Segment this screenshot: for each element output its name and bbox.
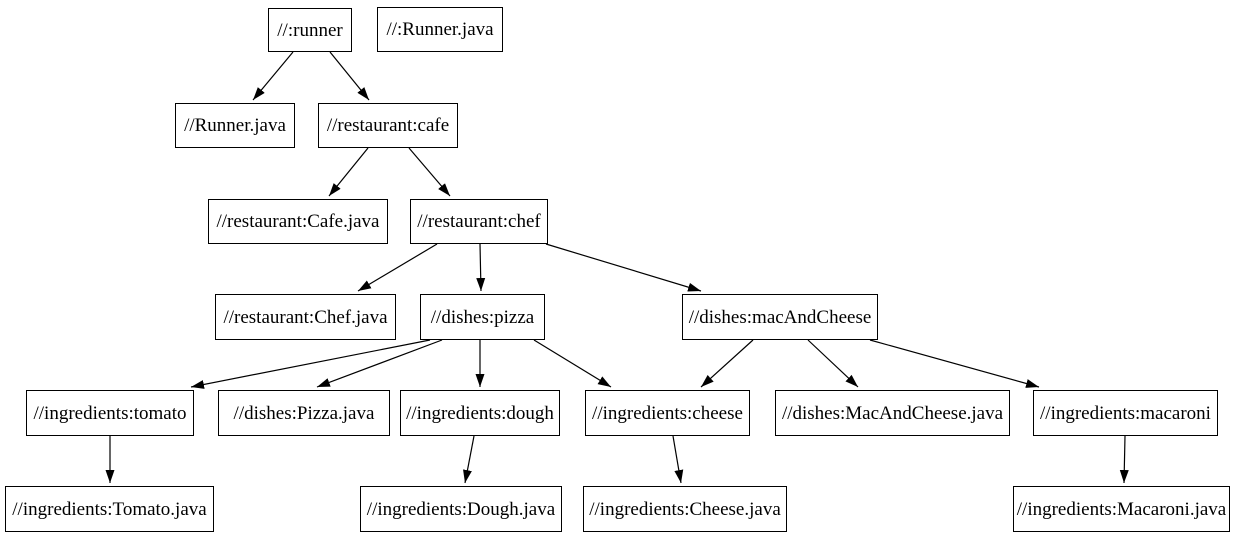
graph-node-runner-java-target: //:Runner.java	[377, 7, 503, 52]
graph-node-dough-java: //ingredients:Dough.java	[360, 486, 562, 532]
graph-node-label: //restaurant:cafe	[326, 115, 450, 136]
graph-node-label: //restaurant:Chef.java	[223, 306, 388, 328]
graph-node-tomato-java: //ingredients:Tomato.java	[5, 486, 214, 532]
graph-node-label: //Runner.java	[184, 115, 286, 136]
edge-cafe-to-chef	[408, 147, 451, 197]
graph-node-label: //ingredients:Tomato.java	[12, 498, 207, 520]
graph-node-label: //ingredients:tomato	[33, 402, 187, 424]
graph-node-dough: //ingredients:dough	[400, 390, 560, 436]
graph-node-label: //dishes:MacAndCheese.java	[781, 402, 1004, 424]
graph-node-macaroni: //ingredients:macaroni	[1033, 390, 1218, 436]
graph-node-pizza: //dishes:pizza	[420, 294, 545, 340]
edge-macaroni-to-macaroni-java	[1119, 435, 1129, 484]
graph-node-label: //dishes:Pizza.java	[233, 402, 375, 424]
graph-node-label: //dishes:pizza	[430, 306, 535, 328]
graph-node-chef-java: //restaurant:Chef.java	[215, 294, 396, 340]
edges-group	[105, 51, 1129, 484]
graph-node-cafe-java: //restaurant:Cafe.java	[208, 199, 388, 244]
edge-pizza-to-cheese	[533, 339, 612, 388]
graph-node-mac-and-cheese: //dishes:macAndCheese	[682, 294, 878, 340]
edge-chef-to-chef-java	[357, 243, 438, 292]
edge-chef-to-mac-and-cheese	[545, 243, 702, 292]
edge-cafe-to-cafe-java	[328, 147, 369, 197]
edge-pizza-to-tomato	[190, 339, 431, 389]
edge-pizza-to-pizza-java	[316, 339, 443, 388]
edge-chef-to-pizza	[476, 243, 486, 292]
graph-node-cheese-java: //ingredients:Cheese.java	[583, 486, 787, 532]
graph-node-runner-java: //Runner.java	[175, 103, 295, 148]
graph-node-label: //:runner	[277, 19, 343, 41]
graph-node-label: //ingredients:Cheese.java	[589, 498, 781, 520]
graph-node-cheese: //ingredients:cheese	[585, 390, 750, 436]
graph-node-mac-and-cheese-java: //dishes:MacAndCheese.java	[775, 390, 1010, 436]
edge-dough-to-dough-java	[463, 435, 475, 484]
edge-runner-to-runner-java	[252, 51, 294, 101]
graph-node-label: //ingredients:Dough.java	[366, 498, 556, 520]
graph-node-macaroni-java: //ingredients:Macaroni.java	[1013, 486, 1230, 532]
edge-mac-and-cheese-to-mac-and-cheese-java	[807, 339, 859, 388]
graph-node-label: //restaurant:Cafe.java	[216, 211, 380, 232]
edge-mac-and-cheese-to-cheese	[700, 339, 754, 388]
graph-node-chef: //restaurant:chef	[410, 199, 548, 244]
graph-node-label: //ingredients:macaroni	[1040, 402, 1211, 424]
graph-node-label: //ingredients:cheese	[592, 402, 743, 424]
graph-node-label: //dishes:macAndCheese	[688, 306, 872, 328]
graph-node-label: //restaurant:chef	[417, 211, 541, 232]
edge-cheese-to-cheese-java	[672, 435, 684, 484]
graph-node-label: //:Runner.java	[386, 19, 494, 40]
graph-node-label: //ingredients:dough	[406, 402, 554, 424]
graph-node-tomato: //ingredients:tomato	[26, 390, 194, 436]
graph-node-runner: //:runner	[268, 8, 352, 52]
graph-node-cafe: //restaurant:cafe	[318, 103, 458, 148]
graph-node-pizza-java: //dishes:Pizza.java	[218, 390, 390, 436]
edge-mac-and-cheese-to-macaroni	[869, 339, 1040, 388]
graph-node-label: //ingredients:Macaroni.java	[1016, 498, 1227, 520]
edge-runner-to-cafe	[329, 51, 370, 101]
